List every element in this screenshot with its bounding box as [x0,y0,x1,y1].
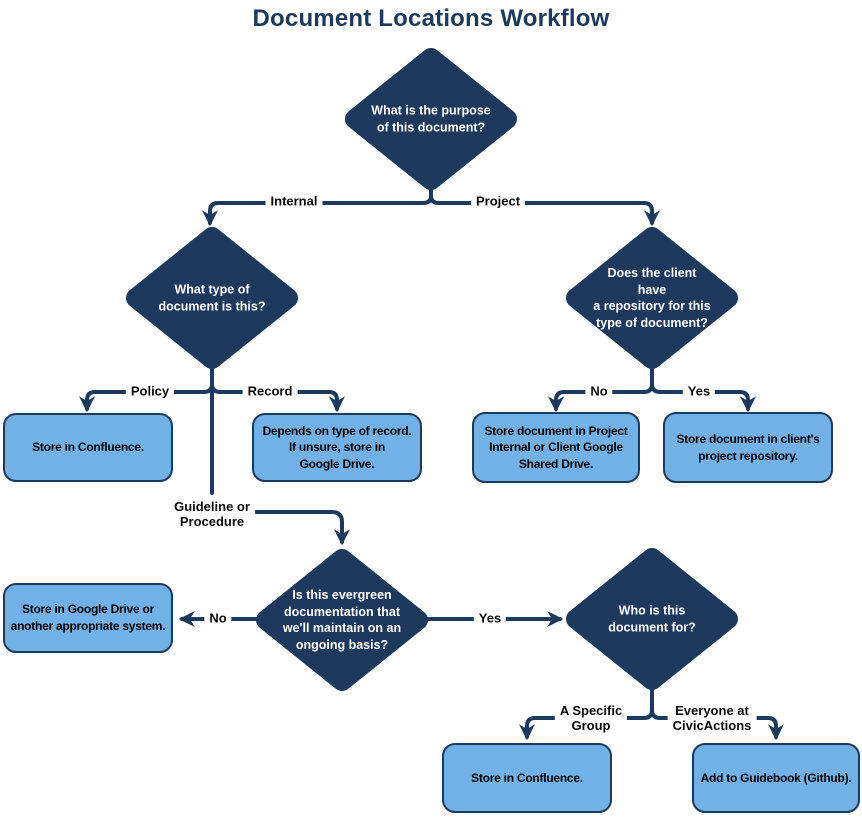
diamond-purpose [345,48,517,190]
edge-label-record: Record [242,383,298,401]
diamond-doc-type [126,227,298,369]
edge-label-policy: Policy [125,383,175,401]
box-store-confluence-policy: Store in Confluence. [3,413,173,482]
edge-label-no-repo: No [585,383,613,401]
edge-label-specific-group: A Specific Group [554,703,628,735]
connector-project [429,194,660,227]
box-store-confluence-group: Store in Confluence. [442,743,612,813]
edge-label-everyone: Everyone at CivicActions [667,703,757,735]
edge-label-guideline: Guideline or Procedure [169,499,255,531]
edge-label-yes-repo: Yes [682,383,716,401]
edge-label-yes-evergreen: Yes [473,610,507,628]
box-client-project-repo: Store document in client's project repos… [663,412,833,483]
diamond-evergreen-label: Is this evergreen documentation that we'… [282,588,402,652]
box-google-drive-other: Store in Google Drive or another appropr… [3,583,173,653]
box-record-depends: Depends on type of record. If unsure, st… [252,413,422,482]
connector-yes-repo [650,382,756,413]
diamond-audience [566,548,738,690]
diamond-purpose-label: What is the purpose of this document? [371,103,491,135]
edge-label-no-evergreen: No [204,610,232,628]
box-guidebook-github: Add to Guidebook (Github). [692,743,860,813]
connector-record [210,382,345,413]
diamond-client-repo-label: Does the client have a repository for th… [593,266,711,330]
connector-guideline [251,510,350,546]
edge-label-internal: Internal [265,193,323,211]
diamond-evergreen [256,549,428,691]
box-project-internal-drive: Store document in Project Internal or Cl… [472,412,640,483]
diamond-client-repo [566,227,738,369]
diamond-doc-type-label: What type of document is this? [158,282,266,314]
page-title: Document Locations Workflow [252,5,610,32]
edge-label-project: Project [470,193,526,211]
connector-everyone [650,708,784,741]
diamond-audience-label: Who is this document for? [608,603,696,635]
